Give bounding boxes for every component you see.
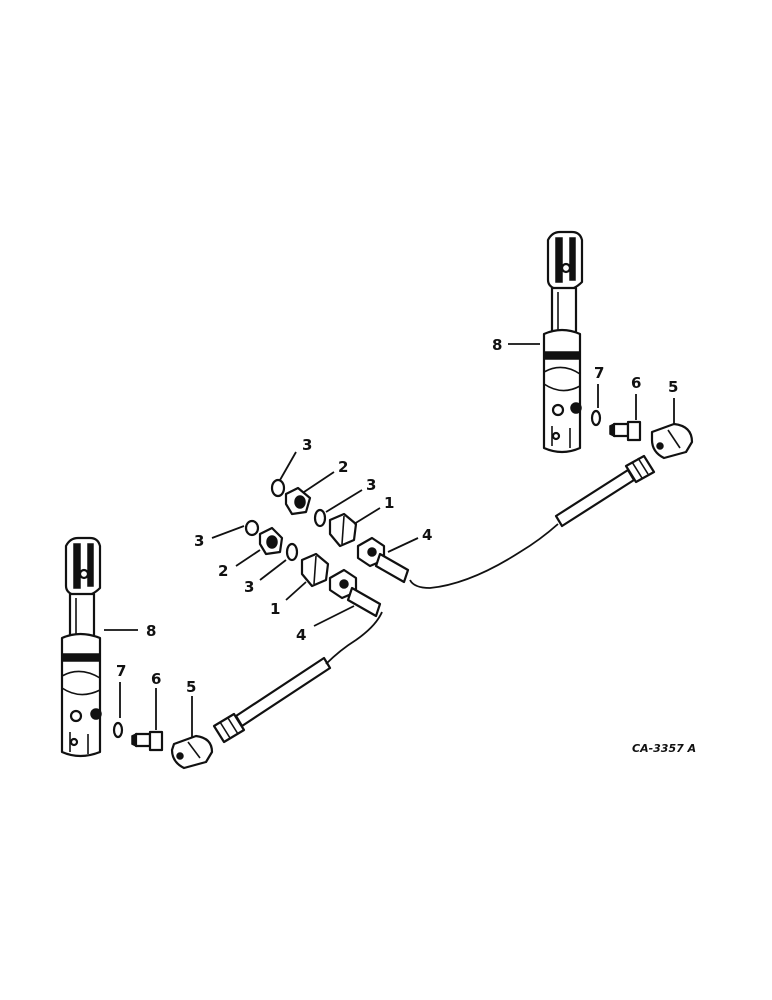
reference-code: CA-3357 A bbox=[632, 742, 696, 755]
upper-hose-4 bbox=[356, 536, 410, 584]
callout-upper-washer-top: 3 bbox=[302, 436, 312, 454]
callout-left-cylinder: 8 bbox=[146, 622, 156, 640]
callout-right-fitting: 6 bbox=[631, 374, 641, 392]
upper-nut-1 bbox=[328, 512, 358, 548]
callout-left-fitting: 6 bbox=[151, 670, 161, 688]
callout-upper-washer-mid: 3 bbox=[366, 476, 376, 494]
callout-right-cylinder: 8 bbox=[492, 336, 502, 354]
callout-upper-adapter: 2 bbox=[338, 458, 348, 476]
lower-nut-1 bbox=[300, 552, 330, 588]
left-hydraulic-cylinder bbox=[60, 536, 102, 758]
leader-lines bbox=[104, 343, 675, 738]
upper-washer-3-top bbox=[270, 478, 286, 498]
callout-right-washer: 7 bbox=[594, 364, 604, 382]
callout-left-washer: 7 bbox=[116, 662, 126, 680]
right-hydraulic-cylinder bbox=[542, 230, 584, 454]
left-elbow-5 bbox=[170, 734, 214, 770]
right-washer-7 bbox=[590, 409, 602, 427]
callout-right-elbow: 5 bbox=[668, 378, 678, 396]
left-fitting-6 bbox=[131, 730, 164, 752]
right-fitting-6 bbox=[609, 420, 642, 442]
lower-hose-4 bbox=[328, 568, 382, 618]
callout-left-elbow: 5 bbox=[186, 678, 196, 696]
callout-lower-washer-top: 3 bbox=[194, 532, 204, 550]
right-elbow-5 bbox=[650, 422, 694, 460]
lower-adapter-2 bbox=[258, 526, 284, 556]
upper-adapter-2 bbox=[284, 486, 312, 516]
callout-upper-hose: 4 bbox=[422, 526, 432, 544]
callout-lower-nut: 1 bbox=[270, 600, 280, 618]
callout-upper-nut: 1 bbox=[384, 494, 394, 512]
right-hydraulic-hose bbox=[409, 454, 656, 589]
left-washer-7 bbox=[112, 721, 124, 739]
callout-lower-washer-mid: 3 bbox=[244, 578, 254, 596]
lower-washer-3-mid bbox=[285, 542, 299, 562]
callout-lower-adapter: 2 bbox=[218, 562, 228, 580]
left-hydraulic-hose bbox=[212, 611, 383, 744]
upper-washer-3-mid bbox=[313, 508, 327, 528]
lower-washer-3-top bbox=[244, 519, 260, 537]
callout-lower-hose: 4 bbox=[296, 626, 306, 644]
